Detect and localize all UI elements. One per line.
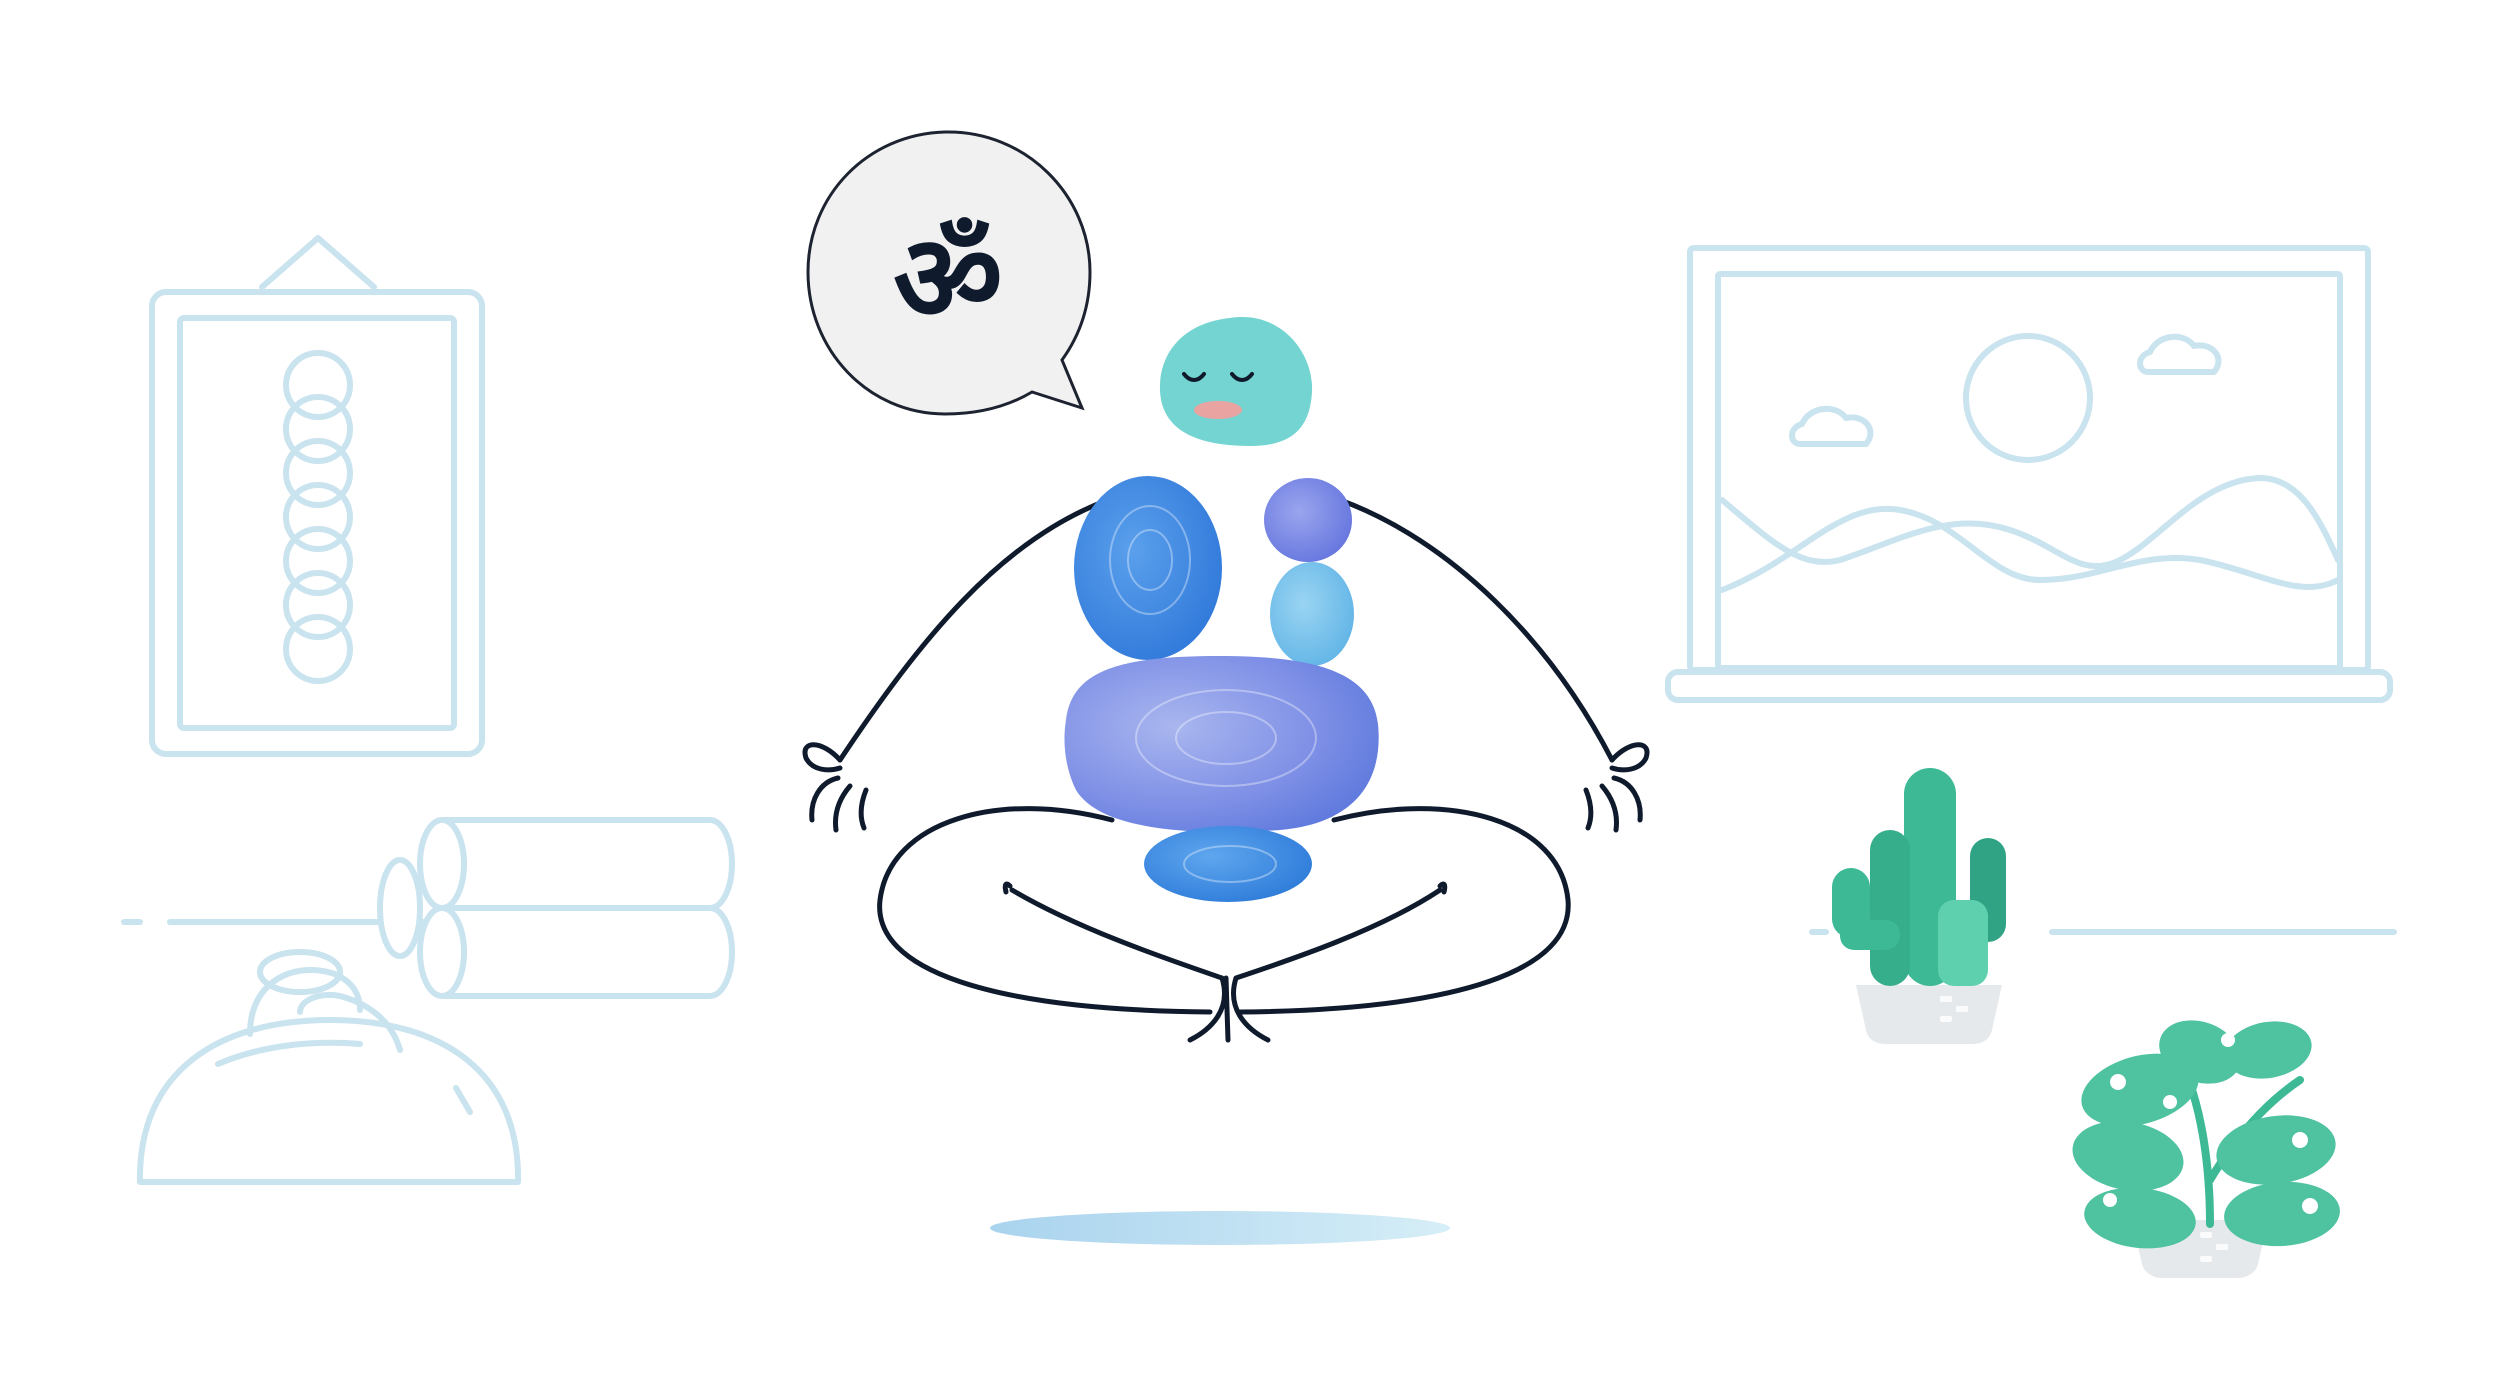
floor-shadow	[990, 1211, 1450, 1245]
right-eye	[1230, 372, 1254, 382]
speech-bubble-icon: ॐ	[806, 130, 1092, 416]
hanging-frame-icon	[149, 235, 485, 757]
yoga-mat-roll-icon	[377, 817, 735, 999]
belly-stone	[1064, 656, 1379, 832]
meditating-figure-icon	[802, 317, 1650, 1043]
head	[1159, 317, 1313, 446]
right-hand	[1583, 742, 1650, 833]
shoulder-stone	[1264, 478, 1352, 562]
left-arm	[837, 497, 1111, 763]
torso-stone-large	[1074, 476, 1222, 660]
landscape-painting-icon	[1665, 245, 2393, 703]
chest-stone	[1270, 562, 1354, 666]
cactus-icon	[1832, 768, 2006, 1044]
crossed-legs	[877, 806, 1571, 1043]
om-symbol-icon: ॐ	[893, 210, 1002, 349]
left-eye	[1182, 372, 1206, 382]
base-stone	[1144, 826, 1312, 902]
kettlebell-icon	[136, 949, 522, 1185]
potted-plant-icon	[2072, 1020, 2340, 1278]
right-arm	[1337, 497, 1615, 763]
left-hand	[802, 742, 869, 833]
mouth	[1194, 401, 1242, 419]
